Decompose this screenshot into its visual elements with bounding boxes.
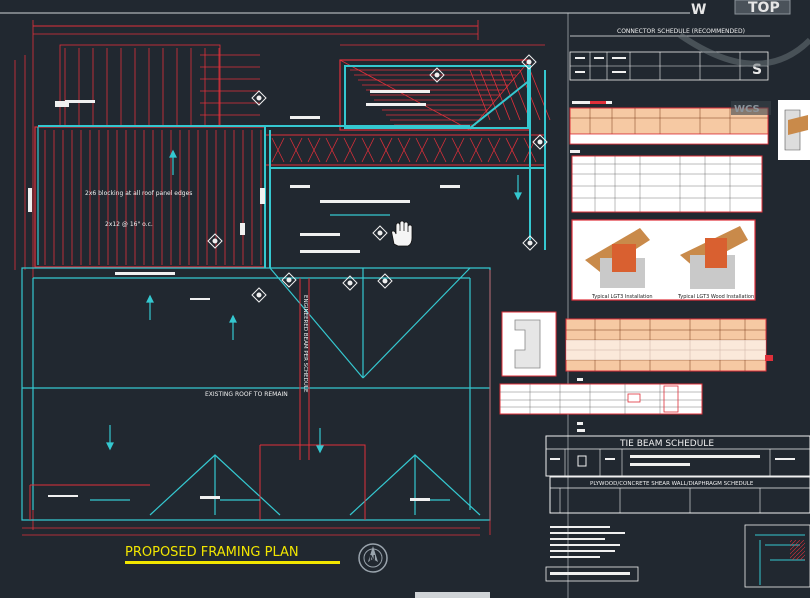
fastener-table [499, 383, 703, 415]
section-marker-dot [537, 139, 543, 145]
existing-roof-note: EXISTING ROOF TO REMAIN [205, 391, 288, 398]
left-note-2: 2x12 @ 16" o.c. [105, 221, 153, 228]
layout-tab-strip[interactable] [415, 592, 490, 598]
plan-title: PROPOSED FRAMING PLAN [125, 545, 299, 560]
section-marker-dot [286, 277, 292, 283]
cross-brace [379, 137, 393, 163]
cross-brace [361, 137, 375, 163]
section-marker-dot [382, 278, 388, 284]
arrow-head [514, 192, 522, 201]
section-marker-icon [522, 235, 538, 251]
model-dimensions-table [571, 155, 763, 213]
cross-brace [469, 137, 483, 163]
section-marker-icon [251, 90, 267, 106]
viewcube-top-label[interactable]: TOP [748, 0, 780, 16]
section-marker-icon [429, 67, 445, 83]
left-note-1: 2x6 blocking at all roof panel edges [85, 190, 192, 197]
section-marker-icon [207, 233, 223, 249]
cross-brace [325, 137, 339, 163]
section-marker-dot [526, 59, 532, 65]
cross-brace [289, 137, 303, 163]
viewcube-west-label[interactable]: W [691, 2, 706, 18]
cross-brace [271, 137, 285, 163]
ucs-menu-button[interactable]: WCS [731, 101, 771, 115]
cross-brace [505, 137, 519, 163]
section-marker-icon [342, 275, 358, 291]
cross-brace [415, 137, 429, 163]
connector-schedule-title: CONNECTOR SCHEDULE (RECOMMENDED) [617, 28, 745, 35]
lgt3-illustration-left [585, 228, 650, 288]
cross-brace [433, 137, 447, 163]
plan-title-underline [125, 561, 340, 564]
viewcube-compass-ring [678, 32, 810, 67]
svg-text:N: N [369, 554, 376, 563]
rafter-line [529, 69, 551, 121]
viewcube-south-label[interactable]: S [752, 62, 762, 78]
section-marker-icon [372, 225, 388, 241]
general-notes [550, 526, 625, 558]
section-marker-icon [521, 54, 537, 70]
section-marker-icon [532, 134, 548, 150]
cross-brace [451, 137, 465, 163]
lgt3-illustration-right [680, 226, 748, 289]
section-marker-dot [347, 280, 353, 286]
section-marker-icon [251, 287, 267, 303]
section-marker-icon [377, 273, 393, 289]
rafter-line [509, 69, 531, 121]
section-marker-dot [212, 238, 218, 244]
rafter-line [469, 69, 491, 121]
vertical-beam-note: ENGINEERED BEAM PER SCHEDULE [302, 295, 308, 393]
framing-plan: 2x6 blocking at all roof panel edges 2x1… [14, 20, 551, 573]
tie-beam-schedule [545, 435, 810, 477]
section-marker-dot [256, 292, 262, 298]
arrow-head [146, 294, 154, 303]
cross-brace [397, 137, 411, 163]
tie-beam-title: TIE BEAM SCHEDULE [619, 439, 714, 449]
section-marker-dot [434, 72, 440, 78]
plywood-schedule [549, 476, 810, 514]
detail-bottom-right [744, 524, 810, 588]
ucs-label[interactable]: WCS [734, 104, 760, 115]
arrow-head [316, 445, 324, 454]
north-arrow-icon: N [358, 543, 388, 573]
plywood-title: PLYWOOD/CONCRETE SHEAR WALL/DIAPHRAGM SC… [590, 481, 754, 487]
pan-hand-icon [391, 220, 413, 247]
section-marker-dot [377, 230, 383, 236]
cross-brace [487, 137, 501, 163]
install-caption-left: Typical LGT3 Installation [591, 294, 653, 300]
rafter-line [479, 69, 501, 121]
arrow-head [229, 314, 237, 323]
section-marker-dot [527, 240, 533, 246]
install-caption-right: Typical LGT3 Wood Installation [677, 294, 754, 300]
cross-brace [307, 137, 321, 163]
arrow-head [106, 442, 114, 451]
viewcube[interactable]: TOP W S WCS [678, 0, 810, 115]
rafter-line [489, 69, 511, 121]
section-marker-dot [256, 95, 262, 101]
arrow-head [169, 149, 177, 158]
cross-brace [343, 137, 357, 163]
section-marker-icon [281, 272, 297, 288]
schedules-panel: CONNECTOR SCHEDULE (RECOMMENDED) [499, 28, 810, 588]
